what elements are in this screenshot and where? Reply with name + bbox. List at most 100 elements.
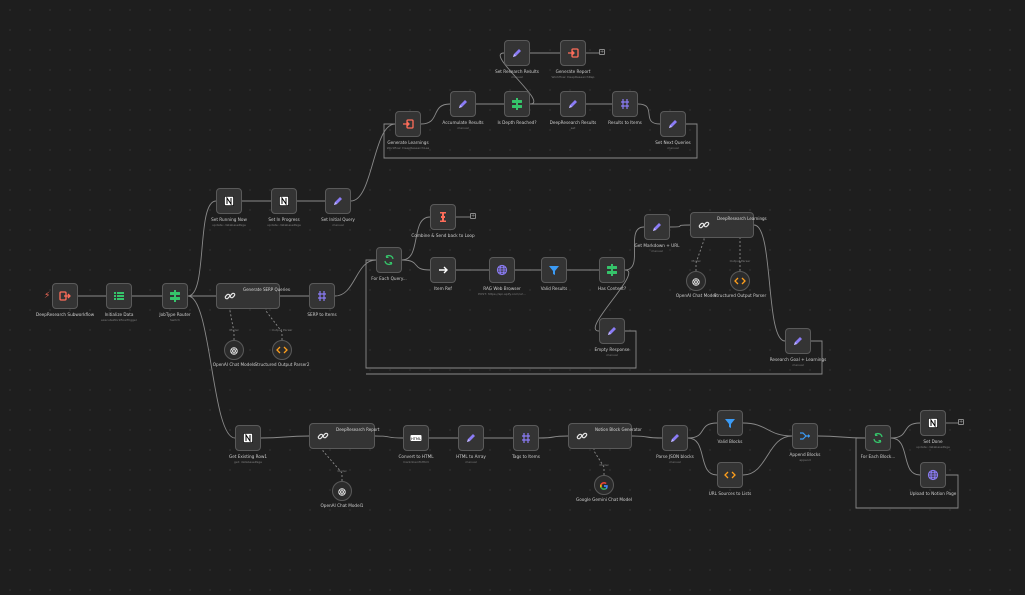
notion-icon <box>278 195 290 207</box>
connection-set_report-to-deep_report[interactable] <box>260 435 310 439</box>
node-set-report[interactable] <box>235 425 261 451</box>
node-label: JobType Router <box>159 312 191 317</box>
pen-icon <box>465 432 477 444</box>
node-valid-results[interactable] <box>541 257 567 283</box>
connection-deep_report-to-convert_html[interactable] <box>374 435 404 439</box>
subnode-openai3[interactable] <box>332 481 352 501</box>
node-set-initial[interactable] <box>325 188 351 214</box>
connection-notion_gen-to-parse_json[interactable] <box>631 435 663 439</box>
subnode-openai1[interactable] <box>224 340 244 360</box>
connection-has_content-to-set_markdown[interactable] <box>624 226 645 271</box>
node-deep-report[interactable]: DeepResearch Report <box>309 423 379 449</box>
connection-jobtype-to-set_running[interactable] <box>187 200 217 297</box>
node-upload-notion[interactable] <box>920 462 946 488</box>
connection-foreach_block-to-set_done[interactable] <box>890 422 921 439</box>
connection-parse_json-to-valid_blocks[interactable] <box>687 422 718 439</box>
connection-generate_learnings-to-accumulate[interactable] <box>420 103 451 125</box>
connection-is_depth-to-set_research[interactable] <box>499 52 535 105</box>
node-research-goal[interactable] <box>785 328 811 354</box>
trigger-bolt-icon: ⚡ <box>44 291 51 301</box>
connection-foreach_block-to-upload_notion[interactable] <box>890 437 921 476</box>
node-deep-results[interactable] <box>560 91 586 117</box>
loopback-research-goal-to-foreach[interactable] <box>366 340 823 375</box>
node-serp-items[interactable] <box>309 283 335 309</box>
node-trigger[interactable] <box>52 283 78 309</box>
node-jobtype[interactable] <box>162 283 188 309</box>
connection-foreach_query-to-item_ref[interactable] <box>401 259 431 271</box>
node-set-research[interactable] <box>504 40 530 66</box>
connection-foreach_query-to-combine[interactable] <box>401 216 431 261</box>
trigger-icon <box>59 290 71 302</box>
add-node-plus-icon[interactable]: + <box>958 419 964 425</box>
loopback-upload-to-foreach-block[interactable] <box>855 437 959 509</box>
subnode-parser2[interactable] <box>272 340 292 360</box>
connection-tags_items-to-notion_gen[interactable] <box>538 435 569 439</box>
node-is-depth[interactable] <box>504 91 530 117</box>
switch-icon <box>169 290 181 302</box>
subnode-gemini[interactable] <box>594 475 614 495</box>
node-foreach-query[interactable] <box>376 247 402 273</box>
node-results-items[interactable] <box>612 91 638 117</box>
subnode-label: OpenAI Chat Model1 <box>320 503 364 508</box>
node-notion-gen[interactable]: Notion Block Generator <box>568 423 642 449</box>
add-node-plus-icon[interactable]: + <box>599 49 605 55</box>
node-set-inprogress[interactable] <box>271 188 297 214</box>
subnode-label: Structured Output Parser2 <box>254 362 310 367</box>
loopback-empty-response-to-foreach[interactable] <box>365 259 637 369</box>
connection-set_markdown-to-deep_learnings[interactable] <box>669 224 691 228</box>
node-initialize[interactable] <box>106 283 132 309</box>
loopback-set-next-to-generate-learnings[interactable] <box>383 123 698 159</box>
connection-set_initial-to-generate_learnings[interactable] <box>350 123 396 202</box>
node-generate-serp[interactable]: Generate SERP Queries <box>216 283 290 309</box>
subnode-link-openai2-to-deep_learnings[interactable] <box>695 238 705 271</box>
pen-icon <box>567 98 579 110</box>
node-empty-response[interactable] <box>599 318 625 344</box>
node-tags-items[interactable] <box>513 425 539 451</box>
node-has-content[interactable] <box>599 257 625 283</box>
node-accumulate[interactable] <box>450 91 476 117</box>
node-set-running[interactable] <box>216 188 242 214</box>
node-set-done[interactable] <box>920 410 946 436</box>
connection-serp_items-to-foreach_query[interactable] <box>334 259 377 297</box>
node-label: Set Initial Query <box>321 217 355 222</box>
subnode-link-gemini-to-notion_gen[interactable] <box>593 449 605 475</box>
subnode-port-caption: Model <box>691 259 701 263</box>
subnode-link-openai3-to-deep_report[interactable] <box>322 449 343 481</box>
node-valid-blocks[interactable] <box>717 410 743 436</box>
node-set-next[interactable] <box>660 111 686 137</box>
node-deep-learnings[interactable]: DeepResearch Learnings <box>690 212 767 238</box>
connection-jobtype-to-set_report[interactable] <box>187 295 236 439</box>
connection-deep_learnings-to-research_goal[interactable] <box>753 224 786 342</box>
node-parse-json[interactable] <box>662 425 688 451</box>
node-generate-learnings[interactable] <box>395 111 421 137</box>
node-rag-web[interactable] <box>489 257 515 283</box>
subnode-openai2[interactable] <box>686 271 706 291</box>
node-append-blocks[interactable] <box>792 423 818 449</box>
node-label: DeepResearch Subworkflow <box>35 312 95 317</box>
node-item-ref[interactable] <box>430 257 456 283</box>
subnode-link-openai1-to-generate_serp[interactable] <box>229 309 235 340</box>
node-label: Parse JSON blocks <box>656 454 694 459</box>
node-foreach-block[interactable] <box>865 425 891 451</box>
connection-parse_json-to-url_sources[interactable] <box>687 437 718 476</box>
node-convert-html[interactable]: HTML <box>403 425 429 451</box>
node-label: Empty Response <box>594 347 630 352</box>
chain-icon <box>576 430 588 442</box>
node-set-markdown[interactable] <box>644 214 670 240</box>
notion-icon <box>927 417 939 429</box>
node-label: Tags to Items <box>512 454 540 459</box>
node-generate-report[interactable] <box>560 40 586 66</box>
node-combine[interactable] <box>430 204 456 230</box>
node-url-sources[interactable] <box>717 462 743 488</box>
pen-icon <box>669 432 681 444</box>
subnode-link-parser2-to-generate_serp[interactable] <box>265 309 283 340</box>
connection-results_items-to-set_next[interactable] <box>637 103 661 125</box>
add-node-plus-icon[interactable]: + <box>470 213 476 219</box>
node-label: Valid Results <box>540 286 568 291</box>
node-html-array[interactable] <box>458 425 484 451</box>
subnode-parser1[interactable] <box>730 271 750 291</box>
connection-valid_blocks-to-append_blocks[interactable] <box>742 422 793 437</box>
connection-has_content-to-empty_response[interactable] <box>594 269 630 332</box>
connection-url_sources-to-append_blocks[interactable] <box>742 435 793 476</box>
